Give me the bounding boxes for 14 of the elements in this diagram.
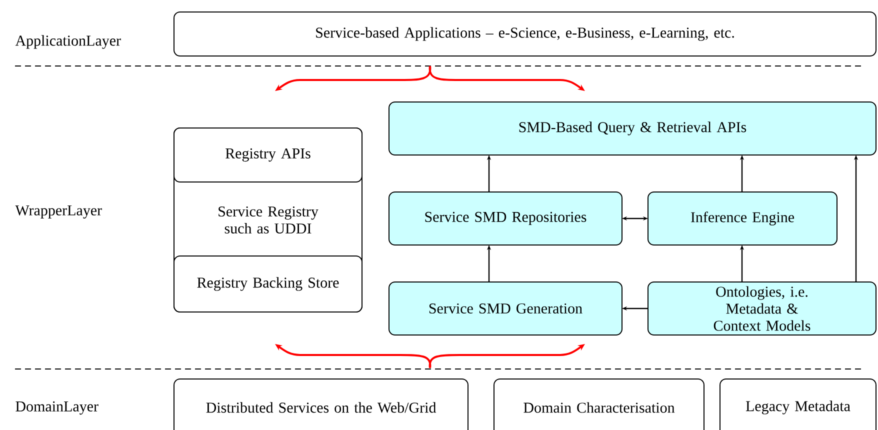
process-box: Inference Engine <box>648 192 838 246</box>
layer-label: ApplicationLayer <box>15 35 121 49</box>
application-box: Service-based Applications – e-Science, e-Business, e-Learning, etc. <box>174 12 876 56</box>
process-box: Service SMD Generation <box>388 282 622 336</box>
process-box: SMD-Based Query & Retrieval APIs <box>388 102 876 156</box>
process-box: Legacy Metadata <box>720 378 876 430</box>
layer-label: WrapperLayer <box>15 205 102 219</box>
process-box: Distributed Services on the Web/Grid <box>174 378 468 430</box>
registry-section: Registry APIs <box>174 128 362 182</box>
process-box: Service SMD Repositories <box>388 192 622 246</box>
registry-section: Registry Backing Store <box>174 256 362 312</box>
process-box: Ontologies, i.e. Metadata & Context Models <box>648 282 876 336</box>
layer-label: DomainLayer <box>16 401 98 415</box>
process-box: Domain Characterisation <box>494 378 704 430</box>
